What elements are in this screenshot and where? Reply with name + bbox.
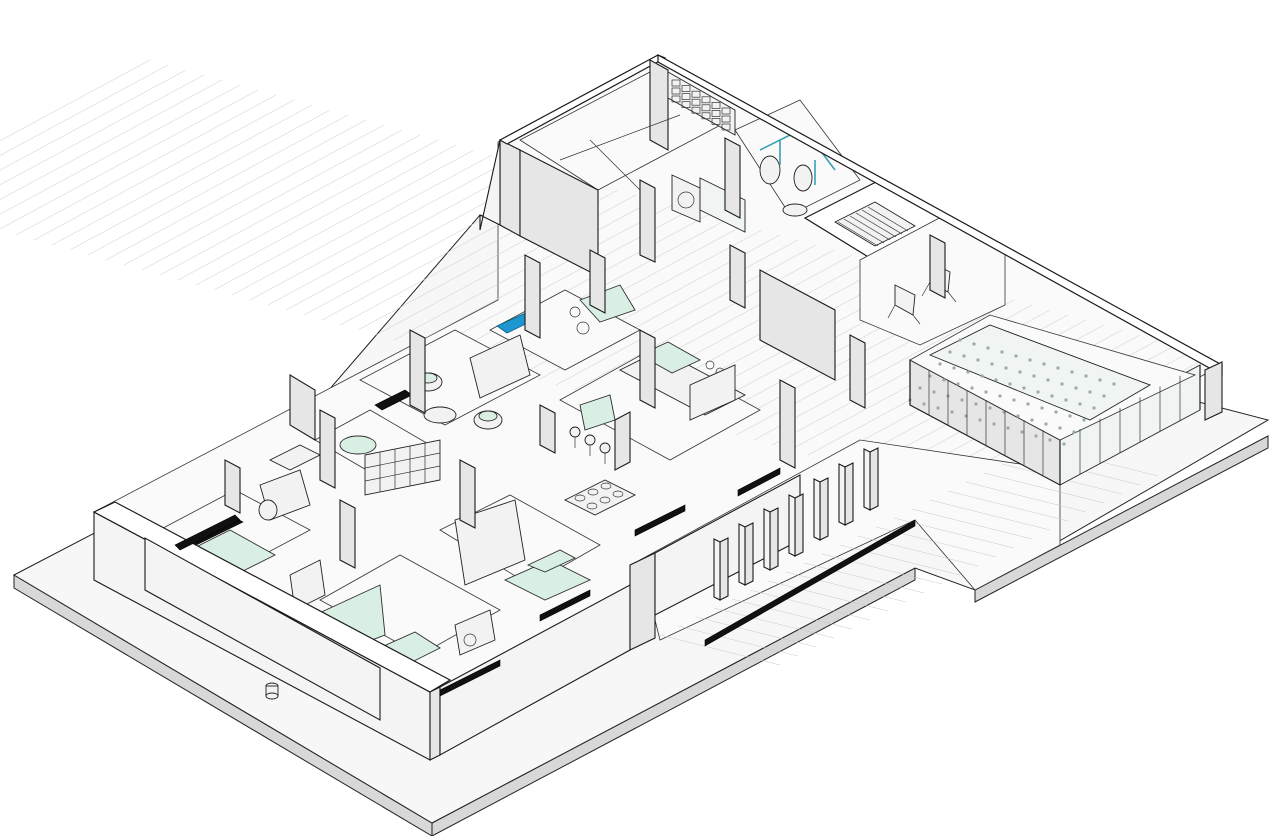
storage-shelving bbox=[667, 71, 736, 136]
floor-tile-grid bbox=[0, 59, 1213, 496]
armchair-icon bbox=[473, 410, 503, 430]
bathtub-icon bbox=[339, 435, 377, 455]
dining bbox=[563, 479, 637, 516]
lounge-chair-icon bbox=[887, 284, 921, 325]
water-heater-icon bbox=[759, 155, 781, 185]
media-console bbox=[469, 334, 531, 399]
window-sills bbox=[174, 467, 916, 697]
deck-fence-posts bbox=[713, 447, 879, 601]
office-chair-icon bbox=[576, 321, 590, 335]
living-room bbox=[359, 329, 541, 430]
garage-storage bbox=[498, 54, 736, 277]
bollard-icon bbox=[265, 682, 279, 700]
exterior-walls bbox=[92, 53, 1223, 761]
office-desk bbox=[579, 284, 636, 323]
walk-in-closet bbox=[364, 439, 441, 496]
dining-table bbox=[563, 479, 637, 516]
coffee-table bbox=[423, 406, 457, 424]
interior-walls bbox=[224, 234, 946, 569]
mechanical-room bbox=[724, 99, 861, 219]
pool-room bbox=[908, 314, 1201, 486]
laundry bbox=[639, 174, 746, 263]
pressure-tank-icon bbox=[793, 164, 813, 192]
